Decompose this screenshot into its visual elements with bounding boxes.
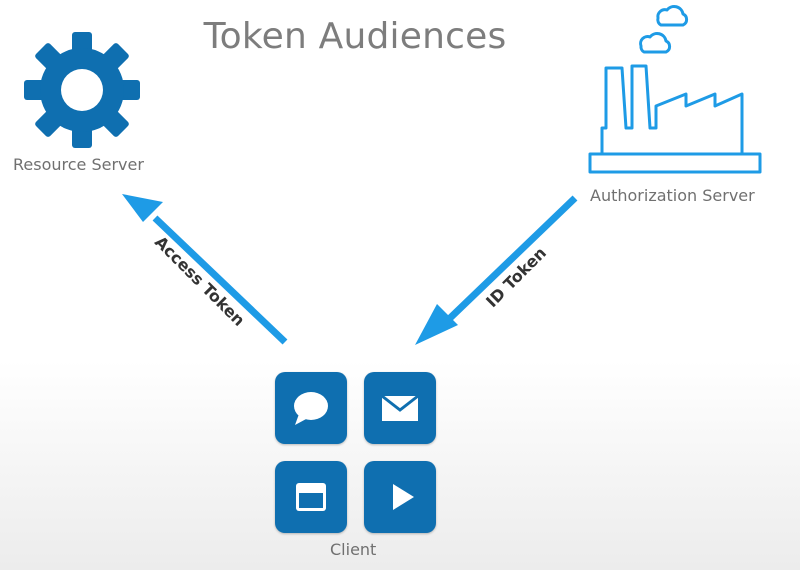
id-token-arrow (415, 195, 578, 345)
calendar-icon (296, 483, 326, 511)
envelope-icon (381, 394, 419, 421)
resource-server-label: Resource Server (13, 155, 144, 174)
access-token-arrow (122, 194, 288, 345)
mail-app-tile (364, 372, 436, 444)
factory-icon (588, 5, 762, 174)
play-icon (393, 484, 414, 510)
video-app-tile (364, 461, 436, 533)
authorization-server-label: Authorization Server (590, 186, 755, 205)
gear-icon (24, 32, 140, 148)
diagram-title: Token Audiences (203, 16, 507, 57)
client-label: Client (330, 540, 377, 559)
access-token-label: Access Token (151, 232, 249, 330)
chat-bubble-icon (294, 392, 328, 425)
calendar-app-tile (275, 461, 347, 533)
chat-app-tile (275, 372, 347, 444)
